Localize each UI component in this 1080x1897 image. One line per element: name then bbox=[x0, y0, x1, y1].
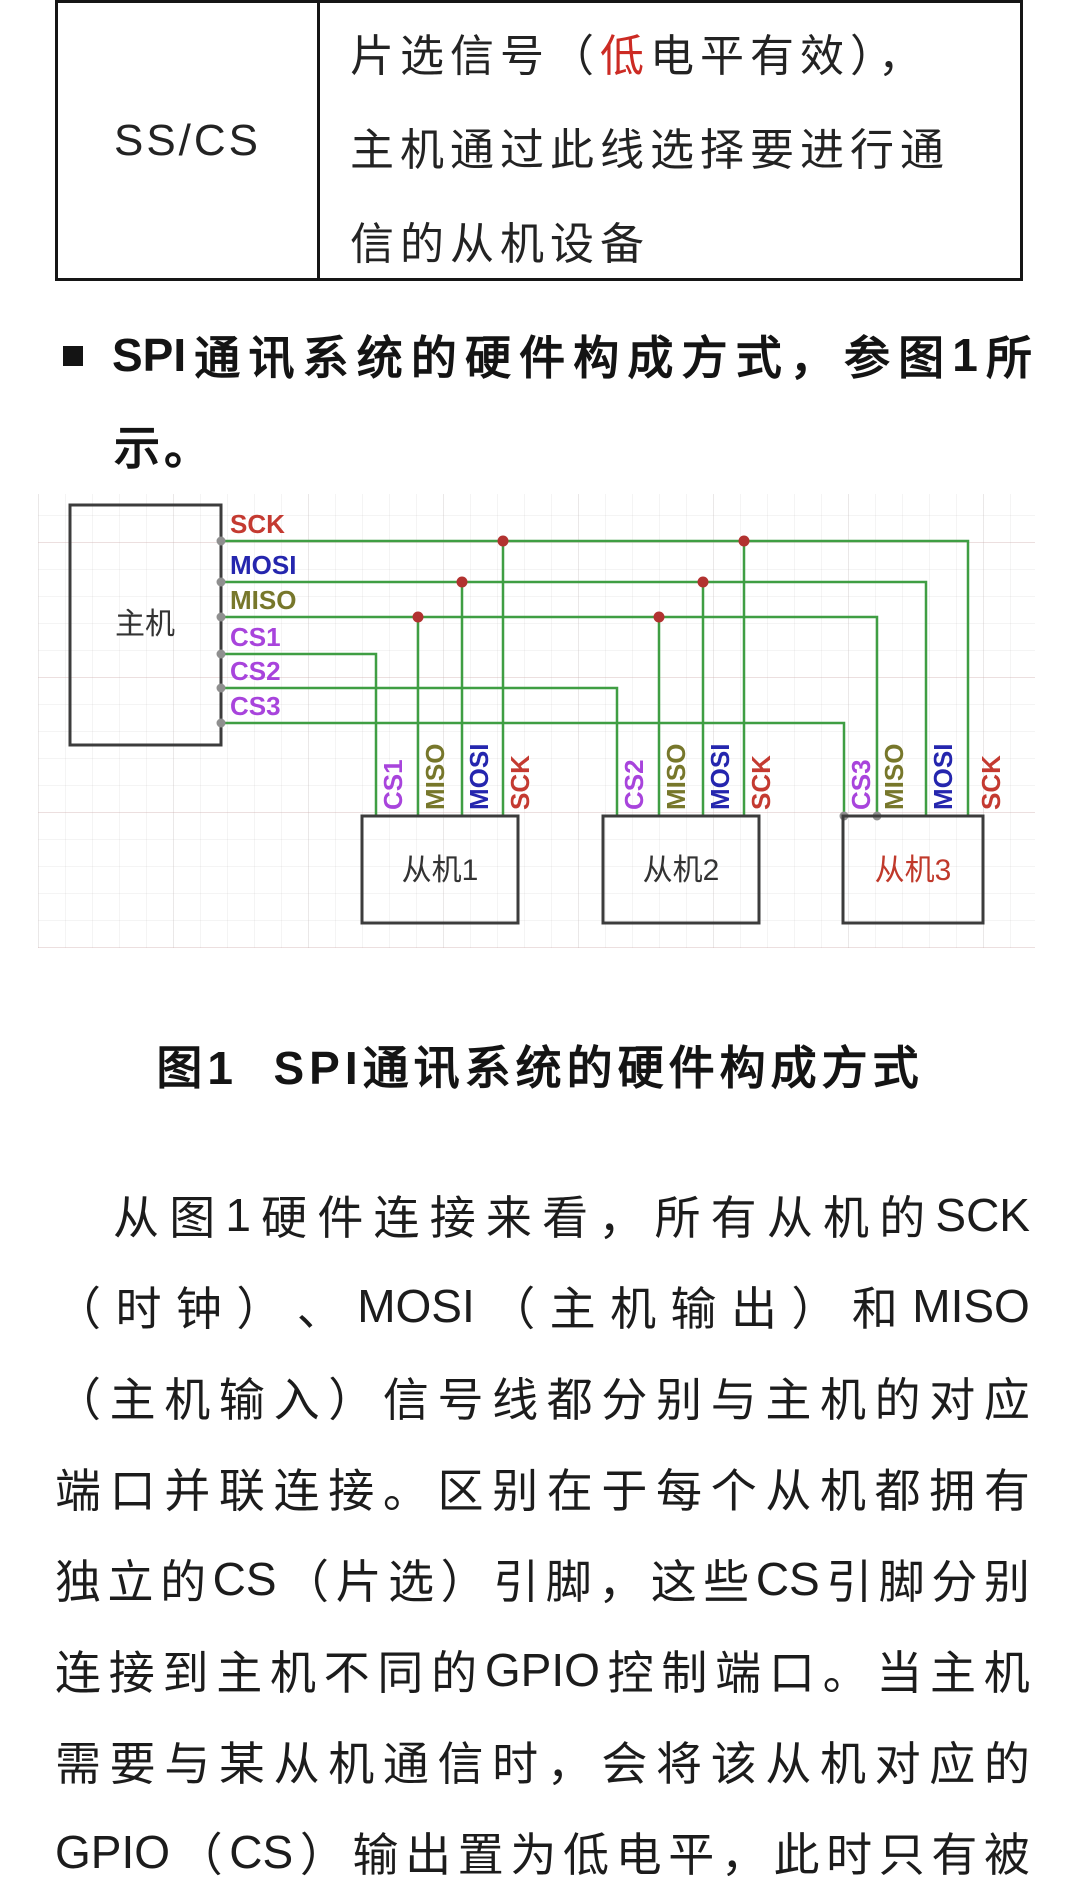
pin-node bbox=[216, 718, 226, 728]
figure-diagram: 主机 bbox=[38, 494, 1035, 948]
wire-cs1 bbox=[221, 652, 378, 816]
pin-label-sck: SCK bbox=[976, 755, 1006, 810]
desc-line1-highlight: 低 bbox=[600, 32, 650, 81]
paragraph-line: GPIO（CS）输出置为低电平，此时只有被 bbox=[55, 1825, 1030, 1881]
wire-mosi bbox=[221, 580, 928, 816]
table-cell-signal-name: SS/CS bbox=[58, 3, 320, 278]
junction-dot bbox=[497, 535, 509, 547]
signal-table: SS/CS 片选信号（低电平有效）， 主机通过此线选择要进行通 信的从机设备 bbox=[55, 0, 1023, 281]
pin-label-mosi: MOSI bbox=[705, 744, 735, 810]
paragraph-line: 端口并联连接。区别在于每个从机都拥有 bbox=[55, 1464, 1030, 1517]
junction-dot bbox=[738, 535, 750, 547]
pin-node bbox=[216, 612, 226, 622]
desc-line-1: 片选信号（低电平有效）， bbox=[350, 5, 1020, 99]
slave1-box bbox=[360, 814, 520, 925]
pin-node bbox=[216, 577, 226, 587]
pin-node bbox=[216, 649, 226, 659]
slave3-box bbox=[841, 814, 985, 925]
bullet-text-line2: 示。 bbox=[114, 422, 214, 474]
pin-label-mosi: MOSI bbox=[928, 744, 958, 810]
desc-line1-post: 电平有效）， bbox=[650, 32, 928, 81]
wire-label-cs1: CS1 bbox=[230, 622, 281, 652]
pin-label-sck: SCK bbox=[505, 755, 535, 810]
pin-label-miso: MISO bbox=[661, 744, 691, 810]
paragraph-line: （主机输入）信号线都分别与主机的对应 bbox=[55, 1373, 1030, 1426]
wire-miso bbox=[221, 615, 879, 816]
pin-label-miso: MISO bbox=[420, 744, 450, 810]
wire-cs2 bbox=[221, 686, 619, 816]
pin-label-cs2: CS2 bbox=[619, 759, 649, 810]
bullet-square-icon bbox=[63, 346, 83, 366]
master-label: 主机 bbox=[115, 608, 175, 641]
slave3-label: 从机3 bbox=[875, 854, 952, 887]
wire-cs3 bbox=[221, 721, 846, 816]
pin-label-cs3: CS3 bbox=[846, 759, 876, 810]
pin-label-miso: MISO bbox=[879, 744, 909, 810]
table-cell-signal-desc: 片选信号（低电平有效）， 主机通过此线选择要进行通 信的从机设备 bbox=[320, 3, 1020, 278]
pin-label-cs1: CS1 bbox=[378, 759, 408, 810]
wire-sck bbox=[221, 539, 970, 816]
signal-name: SS/CS bbox=[113, 115, 262, 165]
wire-label-miso: MISO bbox=[230, 585, 296, 615]
pin-node bbox=[216, 536, 226, 546]
wire-label-sck: SCK bbox=[230, 509, 285, 539]
slave1-label: 从机1 bbox=[402, 854, 479, 887]
junction-dot bbox=[456, 576, 468, 588]
slave2-box bbox=[601, 814, 761, 925]
spi-wiring-svg: 主机 bbox=[68, 503, 1006, 925]
wire-label-cs2: CS2 bbox=[230, 656, 281, 686]
pin-label-sck: SCK bbox=[746, 755, 776, 810]
pin-node bbox=[216, 683, 226, 693]
desc-line-3: 信的从机设备 bbox=[350, 220, 650, 269]
figure-caption: 图1 SPI通讯系统的硬件构成方式 bbox=[156, 1042, 924, 1094]
junction-dot bbox=[412, 611, 424, 623]
wire-label-cs3: CS3 bbox=[230, 691, 281, 721]
desc-line-2: 主机通过此线选择要进行通 bbox=[350, 126, 950, 175]
slave2-label: 从机2 bbox=[643, 854, 720, 887]
master-box bbox=[68, 503, 223, 747]
wire-label-mosi: MOSI bbox=[230, 550, 296, 580]
pin-label-mosi: MOSI bbox=[464, 744, 494, 810]
junction-dot bbox=[697, 576, 709, 588]
junction-dot bbox=[653, 611, 665, 623]
desc-line1-pre: 片选信号（ bbox=[350, 32, 600, 81]
paragraph-line: 需要与某从机通信时，会将该从机对应的 bbox=[55, 1737, 1030, 1790]
